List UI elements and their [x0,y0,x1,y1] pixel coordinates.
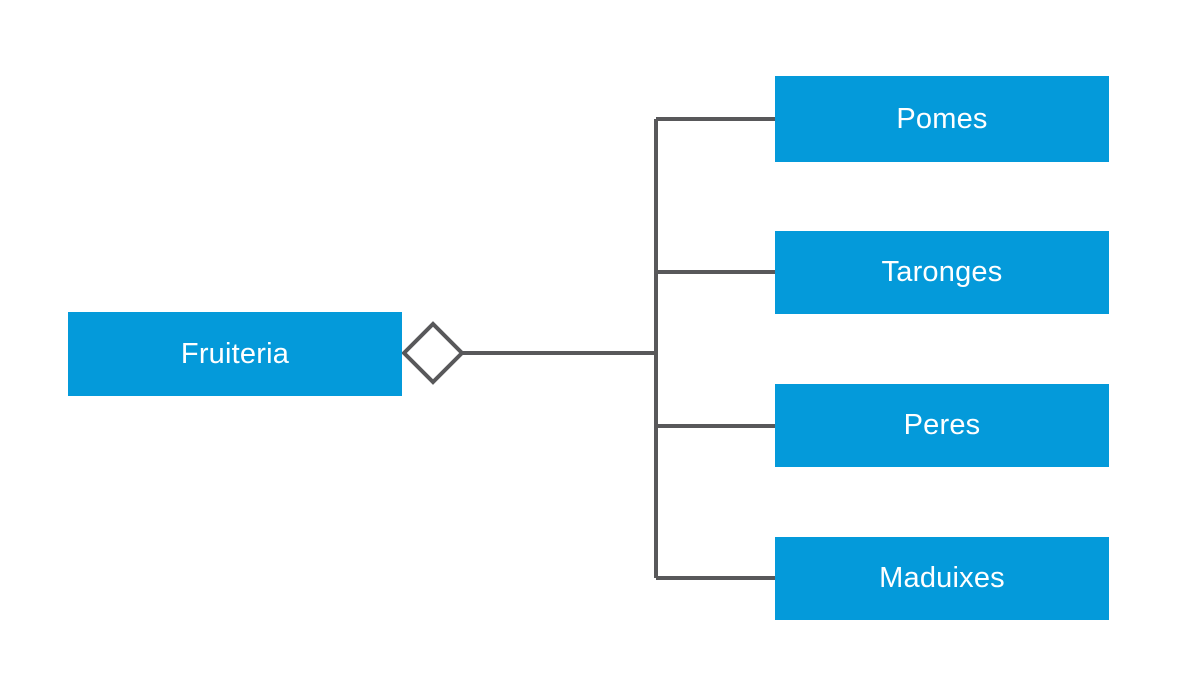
node-pomes[interactable]: Pomes [775,76,1109,162]
node-maduixes[interactable]: Maduixes [775,537,1109,620]
node-pomes-label: Pomes [896,102,988,135]
node-fruiteria[interactable]: Fruiteria [68,312,402,396]
node-taronges[interactable]: Taronges [775,231,1109,314]
node-peres[interactable]: Peres [775,384,1109,467]
node-maduixes-label: Maduixes [879,562,1005,594]
node-fruiteria-label: Fruiteria [180,337,290,370]
node-peres-label: Peres [903,409,981,441]
aggregation-diamond-icon [401,321,465,385]
node-taronges-label: Taronges [881,256,1003,288]
